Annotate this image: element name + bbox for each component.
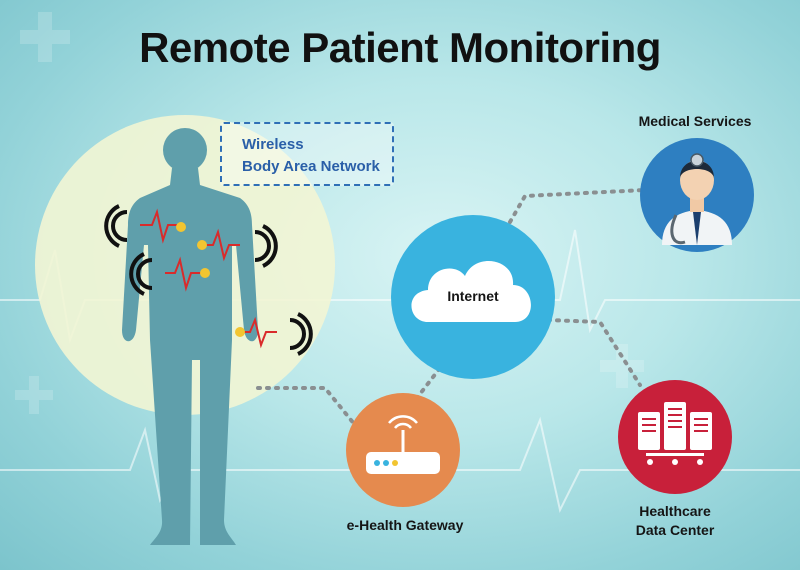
medical-services-label: Medical Services (638, 113, 752, 129)
page-title: Remote Patient Monitoring (139, 24, 661, 71)
wban-callout: Wireless Body Area Network (220, 122, 394, 186)
connector-internet-datacenter (546, 318, 642, 387)
gateway-label: e-Health Gateway (346, 517, 464, 533)
connector-body-gateway (256, 386, 357, 427)
datacenter-label-line2: Data Center (635, 522, 715, 538)
cloud-icon (411, 260, 531, 322)
sensor-dots (176, 222, 245, 337)
wban-label-line1: Wireless (242, 136, 304, 153)
wireless-signal-icon (104, 204, 313, 356)
connector-internet-medical (508, 188, 647, 224)
human-body (122, 128, 258, 545)
router-icon (366, 415, 440, 474)
datacenter-label-line1: Healthcare (639, 503, 711, 519)
internet-label: Internet (447, 288, 499, 304)
doctor-icon (662, 153, 732, 245)
heartbeat-lines (140, 208, 277, 349)
datacenter-label: Healthcare Data Center (605, 502, 745, 540)
wban-label-line2: Body Area Network (242, 158, 380, 175)
